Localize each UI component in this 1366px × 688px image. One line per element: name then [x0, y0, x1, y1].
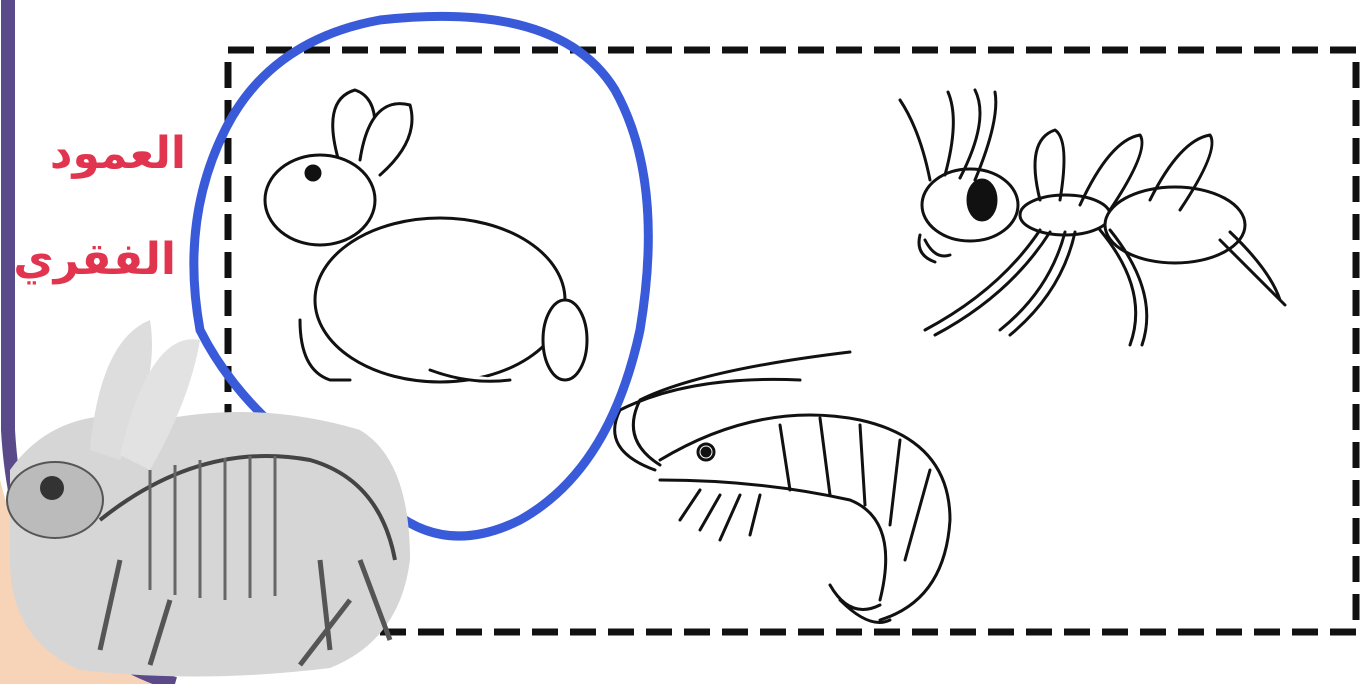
annotation-line-1: العمود: [50, 132, 186, 176]
rabbit-skeleton-image: [7, 320, 410, 677]
annotation-line-2: الفقري: [13, 238, 176, 282]
rabbit-icon: [265, 90, 587, 382]
ant-icon: [900, 90, 1285, 345]
shrimp-icon: [615, 352, 950, 623]
